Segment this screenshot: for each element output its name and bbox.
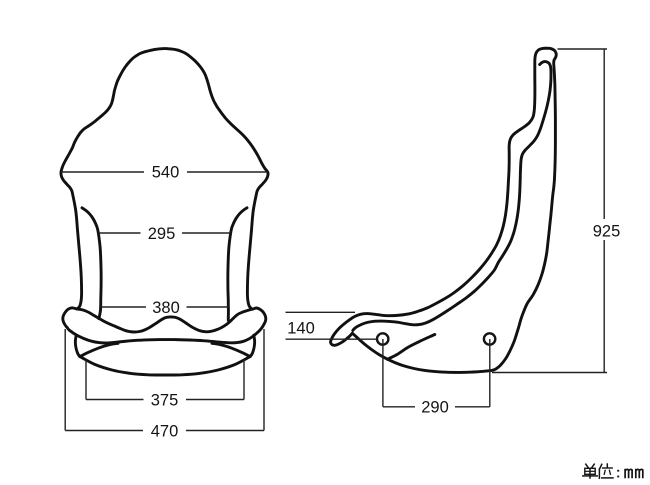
svg-text:380: 380	[152, 299, 180, 317]
svg-text:290: 290	[421, 399, 449, 417]
svg-text:295: 295	[148, 225, 176, 243]
svg-text:925: 925	[593, 222, 621, 240]
svg-text:470: 470	[151, 422, 179, 440]
svg-text:375: 375	[151, 391, 179, 409]
svg-text:540: 540	[152, 164, 180, 182]
svg-text:140: 140	[287, 319, 315, 337]
